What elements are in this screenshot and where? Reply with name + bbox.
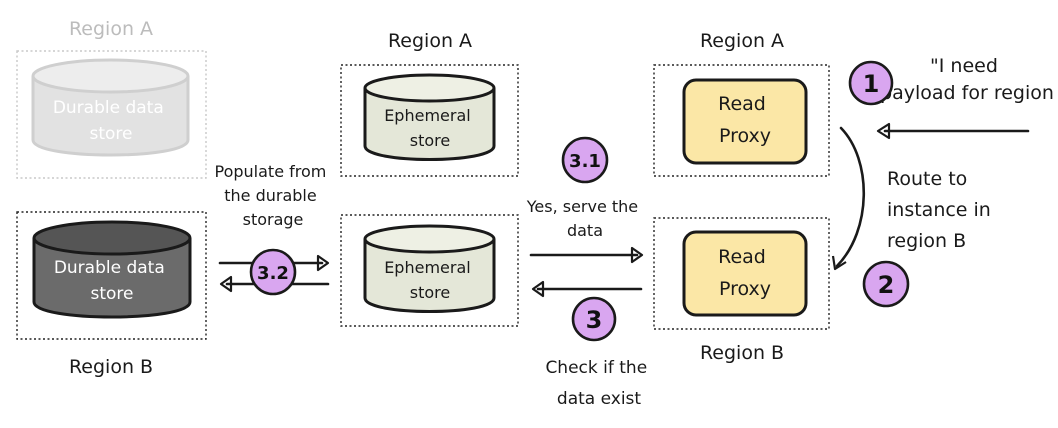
route-note-line3: region B — [887, 230, 966, 252]
read-proxy-a: Read Proxy — [682, 78, 808, 165]
serve-note-line2: data — [567, 221, 603, 240]
ephemeral-store-a: Ephemeral store — [363, 73, 496, 161]
step-badge-3-1-text: 3.1 — [569, 151, 601, 172]
ephemeral-store-a-label-line1: Ephemeral — [384, 106, 471, 125]
ephemeral-store-b: Ephemeral store — [363, 224, 496, 313]
serve-note-line1: Yes, serve the — [526, 197, 638, 216]
read-proxy-a-label-line2: Proxy — [719, 125, 771, 147]
region-label-proxy-b: Region B — [700, 342, 784, 364]
populate-note: Populate from the durable storage — [215, 162, 332, 229]
region-label-durable-b: Region B — [69, 356, 153, 378]
route-note: Route to instance in region B — [887, 168, 997, 252]
durable-store-b-label-line1: Durable data — [54, 258, 165, 278]
read-proxy-b-label: Read Proxy — [718, 246, 772, 300]
read-proxy-b-label-line1: Read — [718, 246, 766, 268]
region-box-proxy-b — [653, 217, 830, 330]
route-note-line2: instance in — [887, 199, 991, 221]
ephemeral-store-a-label: Ephemeral store — [384, 106, 476, 150]
step-badge-1: 1 — [848, 60, 894, 106]
step-badge-3-1: 3.1 — [561, 136, 609, 184]
step-badge-2: 2 — [862, 260, 910, 308]
region-box-durable-a — [16, 50, 207, 179]
request-note-line2: payload for region — [880, 82, 1054, 104]
durable-store-a-label-line1: Durable data — [53, 98, 164, 118]
region-box-durable-b — [16, 211, 207, 340]
ephemeral-store-b-label-line2: store — [410, 283, 450, 302]
arrow-serve — [529, 246, 644, 264]
populate-note-line2: the durable — [224, 186, 316, 205]
populate-note-line3: storage — [243, 210, 304, 229]
read-proxy-b-label-line2: Proxy — [719, 278, 771, 300]
check-note: Check if the data exist — [545, 358, 652, 409]
arrow-route — [831, 126, 866, 271]
region-box-proxy-a — [653, 64, 830, 177]
region-label-ephemeral-a: Region A — [388, 30, 472, 52]
request-note: "I need payload for region — [880, 55, 1054, 104]
durable-store-b: Durable data store — [32, 220, 192, 319]
durable-store-b-label-line2: store — [91, 284, 134, 304]
step-badge-3-text: 3 — [586, 306, 603, 334]
route-note-line1: Route to — [887, 168, 967, 190]
step-badge-2-text: 2 — [878, 271, 895, 299]
durable-store-a-label-line2: store — [90, 124, 133, 144]
durable-store-a-label: Durable data store — [53, 98, 169, 144]
durable-store-a: Durable data store — [31, 58, 190, 157]
read-proxy-a-label: Read Proxy — [718, 93, 772, 147]
ephemeral-store-b-label: Ephemeral store — [384, 258, 476, 302]
step-badge-3-2-text: 3.2 — [257, 263, 289, 284]
region-label-durable-a: Region A — [69, 18, 153, 40]
serve-note: Yes, serve the data — [526, 197, 644, 240]
arrow-request — [876, 122, 1030, 140]
step-badge-3: 3 — [571, 296, 617, 342]
populate-note-line1: Populate from — [215, 162, 327, 181]
region-label-proxy-a: Region A — [700, 30, 784, 52]
check-note-line1: Check if the — [545, 358, 647, 378]
ephemeral-store-a-label-line2: store — [410, 131, 450, 150]
ephemeral-store-b-label-line1: Ephemeral — [384, 258, 471, 277]
read-proxy-a-label-line1: Read — [718, 93, 766, 115]
step-badge-3-2: 3.2 — [249, 248, 297, 296]
arrow-check — [531, 280, 643, 298]
read-proxy-b: Read Proxy — [682, 230, 808, 317]
durable-store-b-label: Durable data store — [54, 258, 170, 304]
check-note-line2: data exist — [557, 389, 641, 409]
request-note-line1: "I need — [930, 55, 998, 77]
step-badge-1-text: 1 — [863, 70, 880, 98]
